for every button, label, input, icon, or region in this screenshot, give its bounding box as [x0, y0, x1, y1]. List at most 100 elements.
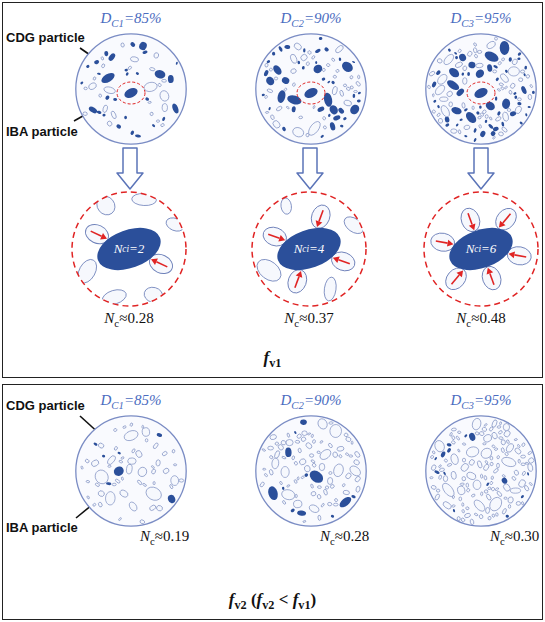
iba-particle [492, 514, 496, 518]
iba-particle [127, 457, 136, 464]
cdg-particle [319, 37, 323, 41]
cdg-particle [333, 114, 342, 121]
cdg-particle [290, 508, 295, 513]
iba-particle [113, 428, 117, 432]
iba-particle [508, 67, 519, 76]
iba-particle [437, 58, 443, 64]
contact-arrow [452, 275, 460, 284]
iba-particle [484, 475, 488, 480]
cdg-particle [135, 71, 139, 75]
iba-particle [262, 448, 266, 451]
cdg-particle [80, 81, 84, 85]
iba-particle [153, 481, 155, 484]
iba-particle [135, 449, 144, 458]
cdg-particle [97, 72, 101, 75]
zoom-outline [252, 192, 366, 306]
iba-particle [128, 501, 139, 513]
iba-particle [333, 75, 337, 79]
cdg-particle [135, 134, 141, 138]
iba-particle [328, 443, 333, 449]
iba-particle [121, 456, 125, 459]
contact-arrow [295, 277, 299, 288]
iba-particle [427, 85, 431, 89]
cdg-particle [104, 51, 109, 57]
iba-particle [329, 424, 342, 438]
iba-particle [318, 515, 321, 521]
cdg-particle [125, 72, 129, 76]
iba-particle [179, 479, 184, 482]
iba-particle [270, 114, 275, 120]
iba-particle [317, 451, 321, 454]
iba-particle [442, 500, 453, 510]
cdg-particle [509, 111, 516, 117]
iba-particle [486, 493, 492, 500]
coordination-label: Nc≈0.28 [104, 310, 153, 329]
coordination-label: Nc≈0.19 [140, 528, 189, 547]
zoom-ground [252, 192, 366, 306]
iba-particle [341, 213, 366, 237]
iba-particle [299, 116, 303, 119]
particle-sample [255, 33, 367, 145]
iba-particle [305, 442, 313, 450]
cdg-particle [351, 494, 356, 498]
iba-particle [456, 436, 460, 441]
contact-arrow-head [469, 223, 476, 230]
panel-box: fv2 (fv2 < fv1)DC1=85%Nc≈0.19DC2=90%Nc≈0… [2, 384, 543, 620]
iba-particle [87, 496, 90, 500]
iba-particle [527, 463, 533, 472]
iba-particle [114, 446, 118, 451]
contact-number: Nci=2 [93, 227, 165, 271]
iba-particle [350, 75, 354, 79]
contact-arrow-head [457, 270, 464, 277]
cdg-particle [93, 442, 98, 446]
zoom-arrow [297, 148, 323, 189]
cdg-particle [106, 482, 112, 485]
iba-particle [321, 503, 325, 507]
iba-particle [504, 86, 508, 89]
iba-particle [477, 116, 481, 120]
panel-box: fv1DC1=85%DC2=90%DC3=95%Nc≈0.28Nci=2Nc≈0… [2, 2, 543, 378]
iba-particle [514, 447, 522, 455]
iba-particle [121, 477, 123, 481]
iba-particle [101, 63, 105, 68]
sample-outline [76, 416, 186, 526]
cdg-particle [86, 64, 90, 68]
cdg-particle [434, 457, 438, 461]
iba-particle [290, 68, 297, 74]
iba-particle [323, 125, 327, 129]
iba-particle [323, 489, 328, 496]
cdg-particle [488, 123, 494, 129]
subscript: c [114, 317, 119, 329]
iba-particle [490, 462, 494, 466]
iba-particle [499, 422, 501, 425]
particle-label: IBA particle [6, 520, 78, 535]
iba-particle [322, 68, 326, 72]
cdg-particle [357, 91, 361, 94]
iba-particle [518, 78, 523, 82]
iba-particle [481, 427, 487, 433]
particle-sample [75, 415, 187, 527]
iba-particle [432, 450, 436, 454]
cdg-particle [446, 447, 451, 453]
iba-particle [295, 440, 300, 443]
iba-particle [151, 468, 156, 474]
iba-particle [458, 49, 462, 53]
cdg-particle [129, 41, 136, 48]
cdg-particle [314, 48, 321, 54]
iba-particle [338, 454, 342, 458]
density-label: DC2=90% [280, 392, 341, 411]
contact-arrow-head [499, 221, 506, 228]
iba-particle [504, 497, 507, 499]
iba-particle [294, 461, 299, 466]
iba-particle [468, 459, 475, 466]
iba-particle [488, 516, 492, 520]
cdg-particle [285, 447, 292, 457]
iba-particle [334, 44, 344, 54]
iba-particle [485, 507, 489, 513]
iba-particle [130, 423, 133, 427]
iba-particle [137, 479, 143, 485]
iba-particle [86, 480, 90, 483]
iba-particle [521, 501, 524, 505]
iba-particle [501, 439, 506, 445]
math-symbol: N [284, 310, 294, 326]
